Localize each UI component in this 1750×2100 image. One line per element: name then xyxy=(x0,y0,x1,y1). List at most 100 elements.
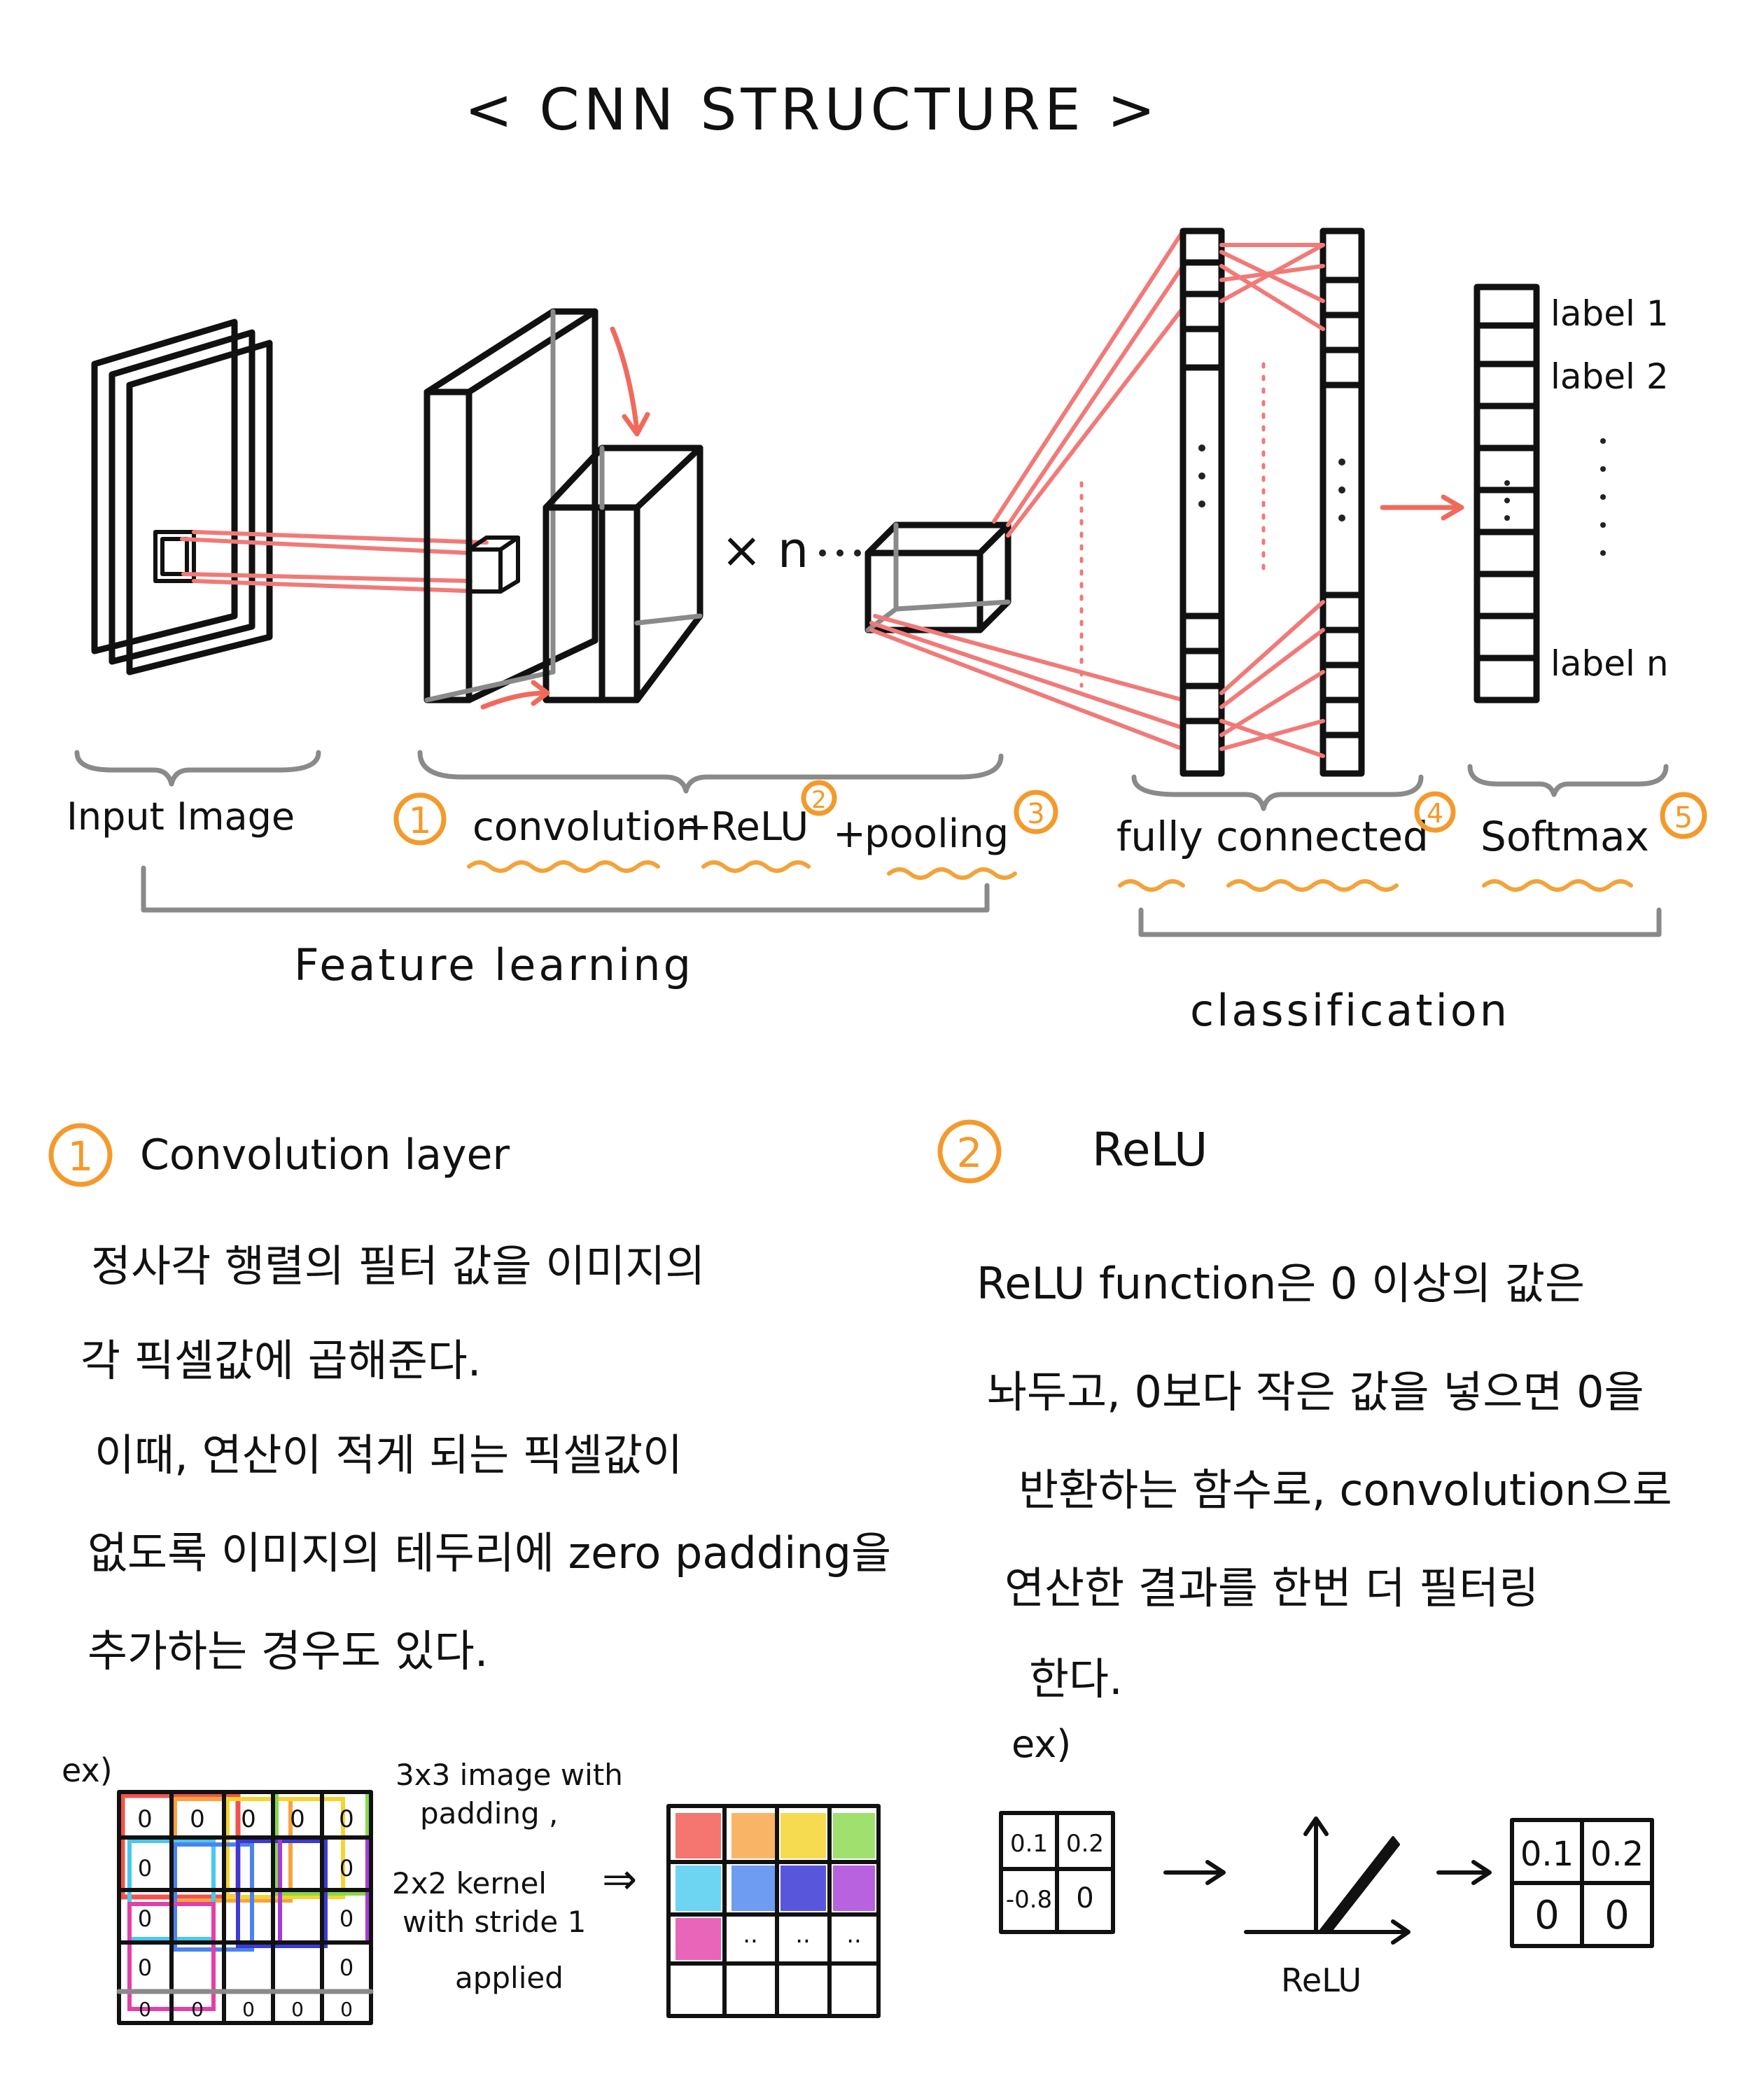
section1-number-badge: 1 xyxy=(48,1123,113,1187)
out-dots-1: .. xyxy=(743,1921,758,1949)
section2-line-4: 연산한 결과를 한번 더 필터링 xyxy=(1004,1562,1539,1614)
relu-graph-label: ReLU xyxy=(1281,1961,1362,1999)
label-2: label 2 xyxy=(1550,356,1669,397)
pad-bottom-1: 0 xyxy=(191,1998,204,2021)
section2-heading: ReLU xyxy=(1092,1123,1208,1177)
out-dots-3: .. xyxy=(846,1921,862,1949)
pad-top-1: 0 xyxy=(190,1805,205,1833)
stage-softmax-label: Softmax xyxy=(1480,813,1649,860)
section2-line-2: 놔두고, 0보다 작은 값을 넣으면 0을 xyxy=(987,1366,1644,1418)
stage-plus-1: + xyxy=(679,804,712,850)
input-image-stack xyxy=(91,318,273,676)
fc-to-softmax-arrow xyxy=(1380,494,1464,521)
relu-output-matrix xyxy=(1510,1818,1654,1948)
pad-right-2: 0 xyxy=(340,1954,354,1981)
example-caption-1: 3x3 image with xyxy=(396,1758,623,1792)
pooling-feature-block xyxy=(542,444,704,704)
pad-top-4: 0 xyxy=(339,1805,354,1833)
cube-to-fc-connections xyxy=(869,229,1185,751)
label-1: label 1 xyxy=(1550,293,1669,334)
pad-left-1: 0 xyxy=(138,1905,152,1932)
relu-arrow-2 xyxy=(1436,1860,1492,1885)
group-feature-learning: Feature learning xyxy=(294,939,694,990)
stage-number-3: 3 xyxy=(1014,790,1058,834)
section2-line-3: 반환하는 함수로, convolution으로 xyxy=(1018,1464,1672,1516)
example-caption-2: padding , xyxy=(420,1796,558,1830)
stage-number-4-text: 4 xyxy=(1427,798,1443,829)
relu-arrow-1 xyxy=(1163,1860,1226,1885)
stage-number-2: 2 xyxy=(801,780,837,816)
group-classification: classification xyxy=(1190,985,1510,1036)
section1-heading: Convolution layer xyxy=(140,1130,510,1180)
input-to-conv-connections xyxy=(180,530,489,594)
section1-ex-label: ex) xyxy=(62,1751,113,1789)
relu-in-1: 0.2 xyxy=(1066,1830,1104,1858)
stage-number-5-text: 5 xyxy=(1674,800,1693,834)
label-n: label n xyxy=(1550,643,1669,684)
pad-bottom-3: 0 xyxy=(291,1998,304,2021)
conv-pool-arrows xyxy=(480,326,650,710)
pad-right-1: 0 xyxy=(340,1905,354,1932)
example-arrow: ⇒ xyxy=(602,1855,637,1904)
stage-plus-2: + xyxy=(833,811,866,857)
stage-number-3-text: 3 xyxy=(1027,798,1044,830)
relu-out-0: 0.1 xyxy=(1520,1835,1574,1874)
out-dots-2: .. xyxy=(795,1921,811,1949)
group-brackets xyxy=(141,865,1662,937)
stage-pooling-label: pooling xyxy=(864,811,1009,857)
relu-in-2: -0.8 xyxy=(1006,1886,1052,1914)
relu-in-0: 0.1 xyxy=(1010,1830,1048,1858)
relu-input-matrix xyxy=(999,1811,1115,1934)
pad-top-0: 0 xyxy=(137,1805,153,1833)
stage-underlines xyxy=(467,860,1633,892)
stage-braces xyxy=(74,750,1669,811)
stage-number-5: 5 xyxy=(1660,792,1707,839)
relu-function-graph xyxy=(1244,1816,1410,1945)
fc-layer-2 xyxy=(1320,227,1365,777)
relu-out-2: 0 xyxy=(1534,1893,1560,1938)
stage-fc-label: fully connected xyxy=(1116,813,1429,860)
section1-number: 1 xyxy=(68,1133,94,1180)
relu-in-3: 0 xyxy=(1076,1882,1093,1914)
pad-right-3: 0 xyxy=(340,1998,353,2021)
pad-right-0: 0 xyxy=(340,1855,354,1882)
section1-line-3: 이때, 연산이 적게 되는 픽셀값이 xyxy=(94,1429,682,1480)
pad-left-0: 0 xyxy=(138,1855,152,1882)
section2-line-5: 한다. xyxy=(1029,1653,1123,1704)
stage-number-4: 4 xyxy=(1414,791,1456,833)
section2-line-1: ReLU function은 0 이상의 값은 xyxy=(976,1258,1585,1309)
pad-left-2: 0 xyxy=(138,1954,152,1981)
relu-out-3: 0 xyxy=(1604,1893,1630,1938)
section2-ex-label: ex) xyxy=(1011,1722,1071,1766)
conv-output-grid xyxy=(666,1804,881,2018)
example-caption-5: applied xyxy=(455,1961,564,1995)
stage-relu-label: ReLU xyxy=(710,804,808,850)
example-caption-3: 2x2 kernel xyxy=(392,1866,547,1900)
stage-number-1: 1 xyxy=(393,792,447,846)
section1-line-2: 각 픽셀값에 곱해준다. xyxy=(80,1335,481,1386)
label-ellipsis xyxy=(1600,438,1606,556)
pad-left-3: 0 xyxy=(139,1998,151,2021)
section2-number: 2 xyxy=(957,1129,983,1177)
final-feature-cube xyxy=(864,522,1011,634)
stage-input-label: Input Image xyxy=(66,794,295,839)
conv-feature-block xyxy=(424,308,598,704)
repeat-label: × n xyxy=(721,522,808,579)
pad-top-3: 0 xyxy=(290,1805,305,1833)
relu-out-1: 0.2 xyxy=(1590,1835,1644,1874)
stage-number-2-text: 2 xyxy=(811,786,827,814)
pad-bottom-2: 0 xyxy=(242,1998,255,2021)
page-title: < CNN STRUCTURE > xyxy=(465,77,1160,144)
ellipsis-dots xyxy=(819,550,861,556)
section2-number-badge: 2 xyxy=(937,1119,1002,1184)
section1-line-5: 추가하는 경우도 있다. xyxy=(88,1625,488,1676)
example-caption-4: with stride 1 xyxy=(402,1905,586,1939)
stage-conv-label: convolution xyxy=(472,804,701,850)
stage-number-1-text: 1 xyxy=(408,800,431,842)
fc-cross-connections xyxy=(1219,243,1325,758)
fc-layer-1 xyxy=(1180,227,1225,777)
pad-top-2: 0 xyxy=(241,1805,256,1833)
padded-input-grid xyxy=(116,1790,374,2025)
softmax-output-column xyxy=(1474,284,1540,704)
